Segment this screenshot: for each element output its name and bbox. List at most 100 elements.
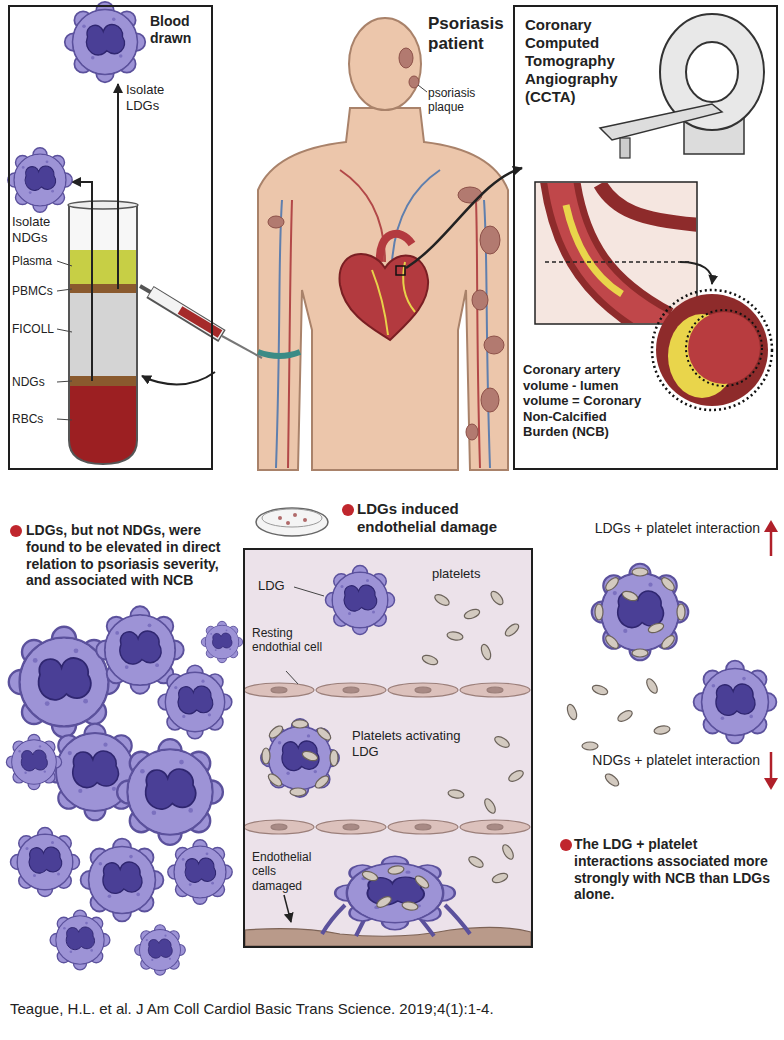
bullet xyxy=(10,525,22,537)
blood-tube xyxy=(68,250,138,284)
platelets xyxy=(501,843,516,861)
platelets xyxy=(603,772,620,788)
psoriasis-plaques xyxy=(458,187,482,203)
platelets xyxy=(653,725,670,736)
ldg-cell-cluster xyxy=(6,606,242,975)
annotation-label: Isolate NDGs xyxy=(12,214,68,245)
syringe xyxy=(222,336,262,358)
ldg-cell-cluster xyxy=(81,839,164,922)
ldg-cell-cluster xyxy=(168,840,232,904)
ldg-cell xyxy=(335,856,455,930)
artery-inset xyxy=(600,184,696,225)
damaged-cell-pseudopods xyxy=(445,905,470,934)
leader-line xyxy=(57,329,72,332)
platelets xyxy=(660,634,677,651)
platelets xyxy=(463,608,481,621)
petri-dish xyxy=(286,521,290,525)
petri-dish xyxy=(256,508,328,536)
annotation-label: platelets xyxy=(432,566,512,582)
ldg-cell-cluster xyxy=(158,665,232,739)
petri-dish xyxy=(262,509,322,527)
psoriasis-plaques xyxy=(399,48,413,68)
endothelial-layer xyxy=(343,824,359,830)
endothelial-layer xyxy=(271,824,287,830)
endothelial-layer xyxy=(244,683,314,697)
annotation-label: Resting endothial cell xyxy=(252,626,324,655)
annotation-label: FICOLL xyxy=(12,322,58,336)
platelets xyxy=(507,769,525,784)
platelets xyxy=(421,654,439,667)
platelets xyxy=(604,634,621,651)
annotation-label: LDGs, but not NDGs, were found to be ele… xyxy=(26,522,232,589)
platelets xyxy=(604,576,621,593)
annotation-label: PBMCs xyxy=(12,284,58,298)
platelets xyxy=(621,590,639,603)
platelets xyxy=(595,604,603,620)
platelets xyxy=(467,855,485,870)
panel-heading: Coronary Computed Tomography Angiography… xyxy=(525,16,643,106)
flow-arrow xyxy=(284,895,291,922)
blood-tube xyxy=(68,293,138,376)
red-arrow xyxy=(770,530,773,556)
platelets xyxy=(632,649,648,657)
endothelial-layer xyxy=(316,683,386,697)
petri-dish xyxy=(303,518,307,522)
panel-box: Coronary Computed Tomography Angiography… xyxy=(513,5,778,470)
platelets xyxy=(447,789,464,800)
patient-body xyxy=(258,352,300,356)
psoriasis-plaques xyxy=(481,388,499,412)
leader-line xyxy=(286,671,298,684)
platelets xyxy=(290,788,306,796)
endothelial-layer xyxy=(487,824,503,830)
platelets xyxy=(301,750,319,763)
red-arrow xyxy=(764,778,778,790)
red-arrow xyxy=(764,520,778,532)
damaged-endothelium xyxy=(245,927,531,946)
platelets xyxy=(493,735,511,750)
platelets xyxy=(292,720,308,728)
bullet xyxy=(342,504,354,516)
patient-body xyxy=(258,108,508,470)
red-arrow xyxy=(770,752,773,780)
heart xyxy=(396,266,405,275)
annotation-label: LDG xyxy=(258,578,294,594)
panel-heading: Blood drawn xyxy=(150,13,208,47)
ndg-cell xyxy=(8,148,72,212)
annotation-label: NDGs + platelet interaction xyxy=(592,752,760,769)
blood-tube xyxy=(68,386,138,466)
platelets xyxy=(566,703,579,721)
citation-caption: Teague, H.L. et al. J Am Coll Cardiol Ba… xyxy=(10,1000,774,1018)
syringe xyxy=(140,286,262,358)
blood-tube xyxy=(68,250,138,466)
annotation-label: psoriasis plaque xyxy=(428,86,498,115)
platelets xyxy=(375,895,393,910)
psoriasis-plaques xyxy=(466,424,478,440)
ldg-cell-cluster xyxy=(50,910,110,970)
platelets xyxy=(433,593,451,608)
platelets xyxy=(315,726,332,742)
blood-tube xyxy=(68,376,138,386)
ct-scanner xyxy=(600,104,722,140)
platelets xyxy=(480,643,493,661)
platelets xyxy=(647,622,665,635)
syringe xyxy=(180,310,220,334)
platelets xyxy=(616,709,634,724)
ldg-cell xyxy=(592,564,689,661)
patient-body xyxy=(258,18,508,470)
ldg-cell xyxy=(261,719,339,797)
flow-arrow xyxy=(72,182,92,381)
heart xyxy=(340,234,429,340)
endothelial-layer xyxy=(316,820,386,834)
panel-heading: LDGs induced endothelial damage xyxy=(357,500,537,536)
annotation-label: Isolate LDGs xyxy=(126,82,188,113)
annotation-label: LDGs + platelet interaction xyxy=(592,520,760,537)
ct-scanner xyxy=(686,42,738,102)
endothelial-layer xyxy=(460,683,530,697)
platelets xyxy=(446,631,463,642)
psoriasis-plaques xyxy=(268,48,504,440)
annotation-label: Platelets activating LDG xyxy=(352,728,477,759)
platelets xyxy=(582,742,598,750)
platelets xyxy=(491,872,509,885)
flow-arrow xyxy=(117,84,119,289)
ct-scanner xyxy=(600,14,764,158)
